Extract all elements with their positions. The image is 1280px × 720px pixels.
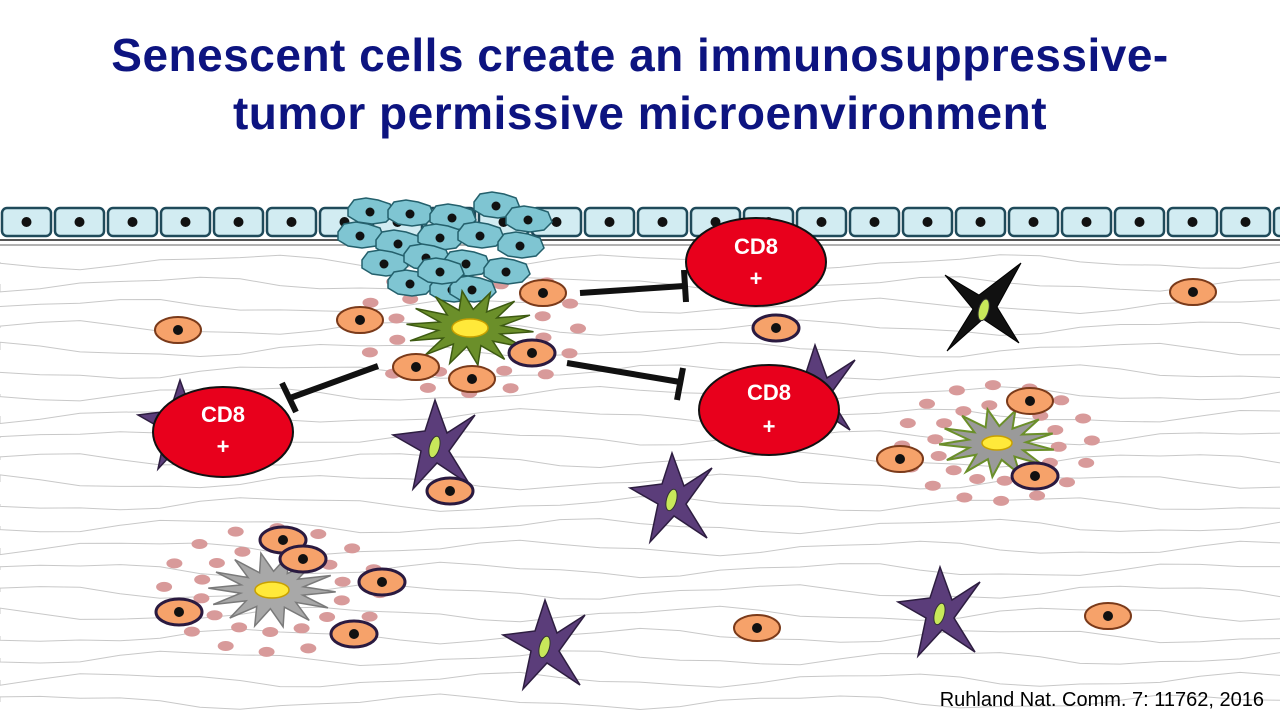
inhibition-arrow-top (579, 269, 689, 303)
inhibition-arrow-left (279, 363, 380, 414)
tumor-cell-cluster (337, 191, 553, 303)
cd8-label: CD8 (734, 234, 778, 259)
cd8-label: CD8 (201, 402, 245, 427)
senescent-cell-main (406, 288, 534, 368)
cd8-plus-label: + (217, 434, 230, 459)
stroma-fibers (0, 254, 1280, 711)
cd8-cell-right: CD8 + (698, 364, 840, 456)
inhibition-arrows (279, 269, 689, 414)
fibroblasts (137, 262, 1022, 690)
slide-title: Senescent cells create an immunosuppress… (0, 26, 1280, 142)
title-line-1: Senescent cells create an immunosuppress… (111, 29, 1169, 81)
citation: Ruhland Nat. Comm. 7: 11762, 2016 (939, 689, 1264, 711)
inhibition-arrow-right (566, 360, 686, 401)
cd8-cell-left: CD8 + (152, 386, 294, 478)
cd8-cell-top: CD8 + (685, 217, 827, 307)
cd8-plus-label: + (763, 414, 776, 439)
senescent-cell-right (938, 406, 1055, 480)
epithelial-layer (0, 206, 1280, 246)
cd8-label: CD8 (747, 380, 791, 405)
cd8-plus-label: + (750, 266, 763, 291)
title-line-2: tumor permissive microenvironment (232, 87, 1048, 139)
